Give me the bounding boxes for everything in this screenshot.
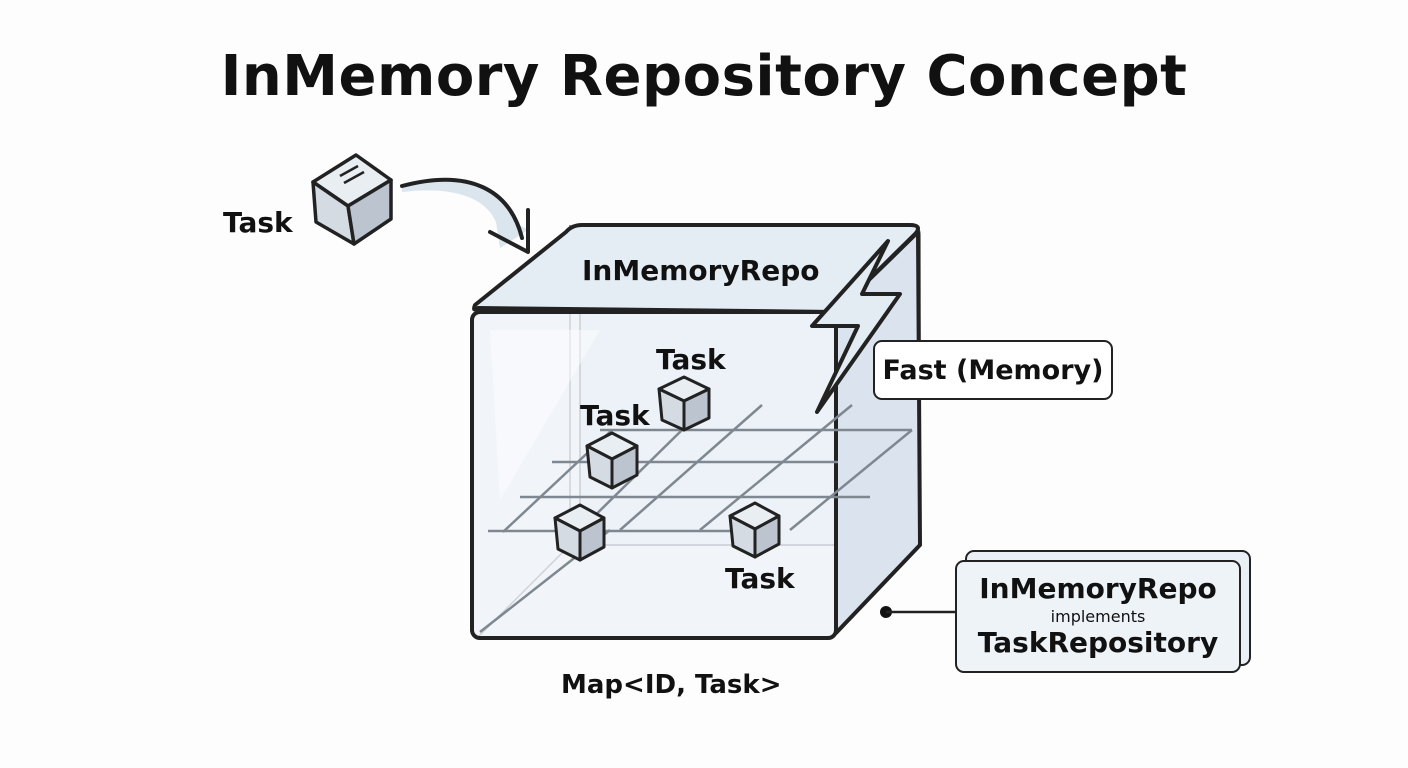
interface-card-line2: implements	[1050, 606, 1146, 626]
curved-arrow-icon	[400, 177, 530, 254]
speed-badge: Fast (Memory)	[873, 340, 1113, 400]
page-title: InMemory Repository Concept	[220, 44, 1188, 109]
interface-card: InMemoryRepo implements TaskRepository	[955, 560, 1241, 673]
stored-task-label: Task	[580, 399, 650, 432]
stored-task-label: Task	[725, 562, 795, 595]
connector-dot-icon	[880, 606, 960, 618]
incoming-task-label: Task	[223, 206, 293, 239]
cube-icon	[728, 501, 781, 559]
cube-icon	[553, 503, 606, 562]
cube-icon	[657, 375, 711, 432]
cube-icon	[585, 431, 639, 490]
cube-icon	[311, 153, 393, 246]
repo-label: InMemoryRepo	[582, 254, 820, 287]
map-label: Map<ID, Task>	[561, 670, 782, 700]
interface-card-line1: InMemoryRepo	[979, 572, 1217, 606]
stored-task-label: Task	[656, 343, 726, 376]
interface-card-line3: TaskRepository	[977, 626, 1219, 660]
lightning-icon	[810, 239, 902, 414]
